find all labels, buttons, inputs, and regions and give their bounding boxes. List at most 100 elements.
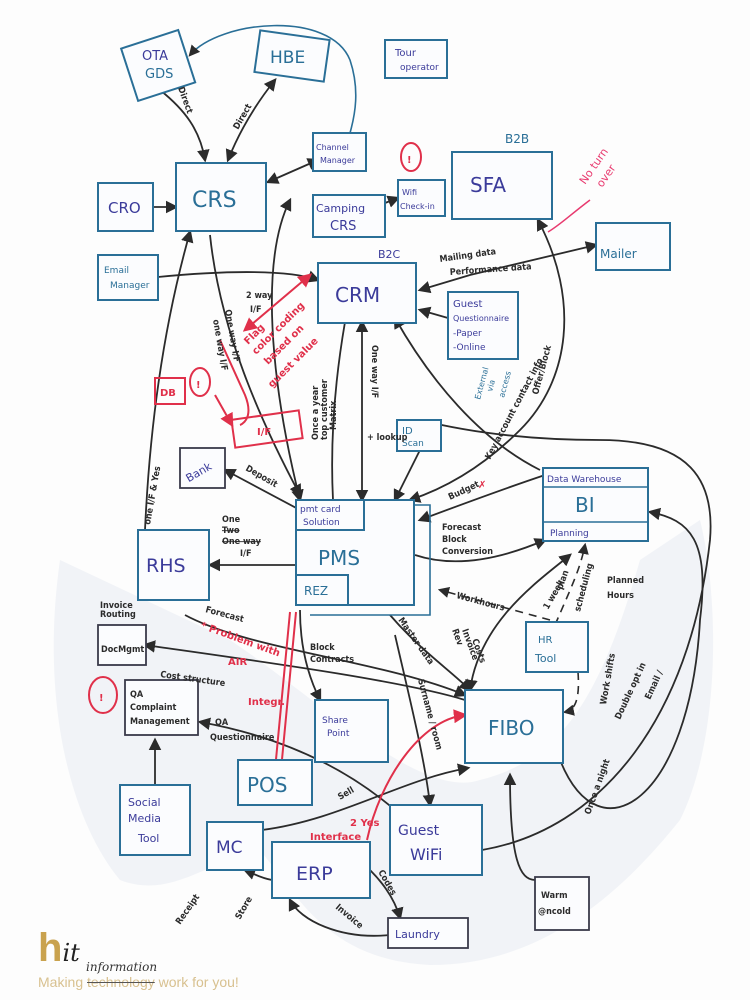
logo-tagline: Making technology work for you! <box>38 974 239 990</box>
edge-fibo-bi <box>465 553 572 693</box>
node-laundry[interactable]: Laundry <box>387 917 469 949</box>
label-one-way-lookup: One way I/F <box>369 345 379 398</box>
svg-text:RHS: RHS <box>146 555 186 577</box>
node-db[interactable]: DB <box>154 377 186 405</box>
edge-email-crm <box>157 270 321 283</box>
svg-text:Laundry: Laundry <box>395 928 440 941</box>
edge-block-contracts <box>299 609 322 703</box>
svg-text:Block: Block <box>442 535 467 545</box>
svg-text:HBE: HBE <box>270 48 305 68</box>
node-guest-wifi[interactable]: Guest WiFi <box>389 804 483 876</box>
svg-text:Conversion: Conversion <box>442 547 493 557</box>
node-erp[interactable]: ERP <box>271 841 371 899</box>
svg-text:I/F: I/F <box>257 427 271 438</box>
edge-warm-fibo <box>503 772 536 881</box>
node-mc[interactable]: MC <box>206 821 264 871</box>
node-rhs[interactable]: RHS <box>137 529 210 601</box>
svg-text:Guest: Guest <box>398 823 440 839</box>
edge-hbe-crs <box>225 78 277 163</box>
node-if-box[interactable]: I/F <box>230 409 304 449</box>
svg-text:Camping: Camping <box>316 202 365 215</box>
svg-text:MC: MC <box>216 838 243 858</box>
svg-text:access: access <box>497 370 513 398</box>
exclamation-circle-mid <box>189 367 211 397</box>
svg-text:GDS: GDS <box>145 67 173 82</box>
edge-bank-pms <box>222 468 301 511</box>
label-once-a-year: Once a year <box>311 386 321 440</box>
exclamation-mark: ! <box>99 693 104 704</box>
node-sharepoint[interactable]: Share Point <box>314 699 389 763</box>
node-tour-operator[interactable]: Tour operator <box>384 39 448 79</box>
node-ota-gds[interactable]: OTA GDS <box>119 28 197 103</box>
node-camping-crs[interactable]: Camping CRS <box>312 194 386 238</box>
edge-hr-bi-planned <box>554 542 589 626</box>
svg-text:CRO: CRO <box>108 199 141 217</box>
svg-text:plan: plan <box>555 569 571 591</box>
red-flag-arrow <box>242 273 313 332</box>
edge-erp-laundry <box>369 869 404 921</box>
svg-text:Scan: Scan <box>402 439 424 449</box>
edge-hr-pms-workhours <box>437 586 551 621</box>
logo-handwritten-word: information <box>86 960 158 974</box>
node-guest-questionnaire[interactable]: Guest Questionnaire -Paper -Online <box>447 291 519 360</box>
label-rhs-if: One <box>222 515 241 525</box>
edge-ota-crs <box>159 89 210 163</box>
svg-text:SFA: SFA <box>470 173 506 197</box>
red-interface-line <box>366 709 468 841</box>
edge-mc-fibo-sell <box>261 763 471 831</box>
node-hbe[interactable]: HBE <box>253 29 331 83</box>
svg-text:ID: ID <box>402 426 413 437</box>
red-integration-line <box>274 611 297 771</box>
node-social-media-tool[interactable]: Social Media Tool <box>119 784 191 856</box>
node-mailer[interactable]: Mailer <box>595 222 671 271</box>
svg-text:CRS: CRS <box>330 219 356 234</box>
node-docmgmt[interactable]: Invoice Routing DocMgmt <box>97 601 147 666</box>
node-bi[interactable]: Data Warehouse BI Planning <box>542 467 649 542</box>
svg-text:DocMgmt: DocMgmt <box>101 645 144 655</box>
svg-text:-Paper: -Paper <box>453 329 482 339</box>
svg-text:Questionnaire: Questionnaire <box>453 314 509 323</box>
node-crm[interactable]: B2C CRM <box>317 248 417 324</box>
svg-text:Warm: Warm <box>541 891 568 901</box>
svg-text:Point: Point <box>327 729 350 739</box>
node-bank[interactable]: Bank <box>179 447 226 489</box>
svg-text:Solution: Solution <box>303 518 340 528</box>
edge-laundry-erp <box>288 897 391 937</box>
svg-text:Check-in: Check-in <box>400 202 435 211</box>
node-pos[interactable]: POS <box>237 759 313 806</box>
tagline-struck-word: technology <box>87 974 155 990</box>
annotation-integr: Integr. <box>248 697 285 708</box>
node-pms[interactable]: pmt card Solution PMS REZ <box>295 499 431 616</box>
node-crs[interactable]: CRS <box>175 162 267 232</box>
node-fibo[interactable]: FIBO <box>464 689 564 764</box>
node-id-scan[interactable]: ID Scan <box>396 419 442 452</box>
node-cro[interactable]: CRO <box>97 182 154 232</box>
node-qa[interactable]: QA Complaint Management <box>124 679 199 736</box>
svg-text:Social: Social <box>128 796 161 809</box>
edge-master-data <box>389 614 472 692</box>
label-block-contracts: Block <box>310 643 335 653</box>
svg-text:Email: Email <box>104 266 129 276</box>
svg-text:Questionnaire: Questionnaire <box>210 733 275 743</box>
edge-hr-fibo-shifts <box>562 671 580 716</box>
node-sfa[interactable]: B2B SFA <box>451 132 553 220</box>
edge-bi-pms-budget <box>417 474 546 523</box>
label-planned-hours: Planned <box>607 576 644 586</box>
node-warm-n-cold[interactable]: Warm @ncold <box>534 876 590 931</box>
node-channel-manager[interactable]: Channel Manager <box>312 132 367 172</box>
svg-text:Media: Media <box>128 812 161 825</box>
red-flag-connector <box>219 339 250 426</box>
node-wifi-checkin[interactable]: Wifi Check-in <box>397 179 446 217</box>
node-email-manager[interactable]: Email Manager <box>97 254 159 301</box>
svg-text:Tool: Tool <box>137 832 159 845</box>
label-store: Store <box>234 895 255 922</box>
svg-text:Interface: Interface <box>310 832 361 843</box>
svg-text:Complaint: Complaint <box>130 703 177 713</box>
svg-text:Contracts: Contracts <box>310 655 354 665</box>
node-hr-tool[interactable]: HR Tool <box>525 621 589 673</box>
svg-text:Routing: Routing <box>100 610 136 620</box>
svg-text:Manager: Manager <box>110 281 150 291</box>
red-db-to-if <box>214 394 234 428</box>
edge-channel-ota <box>188 24 357 134</box>
